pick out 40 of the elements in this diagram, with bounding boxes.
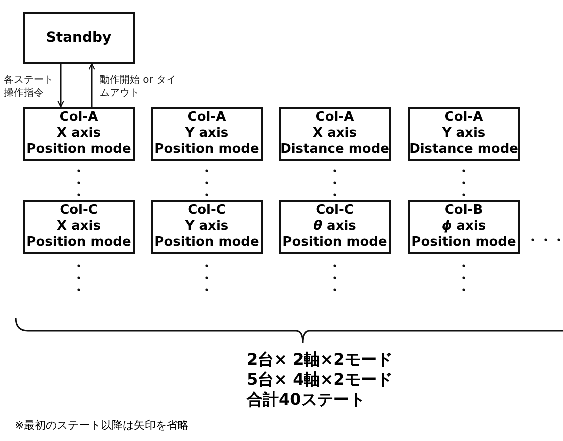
state-text: Position mode: [26, 235, 132, 251]
state-text: Distance mode: [410, 142, 518, 158]
state-text: ϕ axis: [442, 219, 486, 235]
state-text: Col-A: [444, 110, 484, 126]
state-box: [279, 200, 391, 254]
state-box: [151, 107, 263, 161]
state-box: [23, 12, 135, 64]
state-box: [151, 200, 263, 254]
state-text: Position mode: [154, 235, 260, 251]
state-text: Y axis: [185, 126, 229, 142]
footnote: ※最初のステート以降は矢印を省略: [15, 418, 190, 433]
state-text: Position mode: [26, 142, 132, 158]
arrow: [58, 64, 64, 108]
state-text: Distance mode: [280, 142, 390, 158]
state-text: Col-B: [444, 203, 484, 219]
count-note: 2台× 2軸×2モード: [247, 350, 393, 371]
state-box: [23, 200, 135, 254]
state-text: θ axis: [314, 219, 356, 235]
state-text: Col-A: [60, 110, 98, 126]
state-text: Position mode: [412, 235, 516, 251]
state-text: Col-C: [60, 203, 98, 219]
state-text: Col-C: [316, 203, 354, 219]
state-text: Col-A: [316, 110, 354, 126]
count-note: 5台× 4軸×2モード: [247, 370, 393, 391]
count-note: 合計40ステート: [247, 390, 366, 411]
state-box: [408, 107, 520, 161]
state-text: Position mode: [154, 142, 260, 158]
state-text: Standby: [46, 30, 112, 46]
state-text: X axis: [57, 219, 101, 235]
state-text: Y axis: [185, 219, 229, 235]
state-text: X axis: [57, 126, 101, 142]
state-text: Col-A: [188, 110, 226, 126]
arrow: [88, 63, 96, 107]
state-text: Position mode: [282, 235, 388, 251]
state-text: X axis: [313, 126, 357, 142]
state-text: Y axis: [442, 126, 486, 142]
state-box: [23, 107, 135, 161]
state-text: Col-C: [188, 203, 226, 219]
state-box: [279, 107, 391, 161]
state-box: [408, 200, 520, 254]
